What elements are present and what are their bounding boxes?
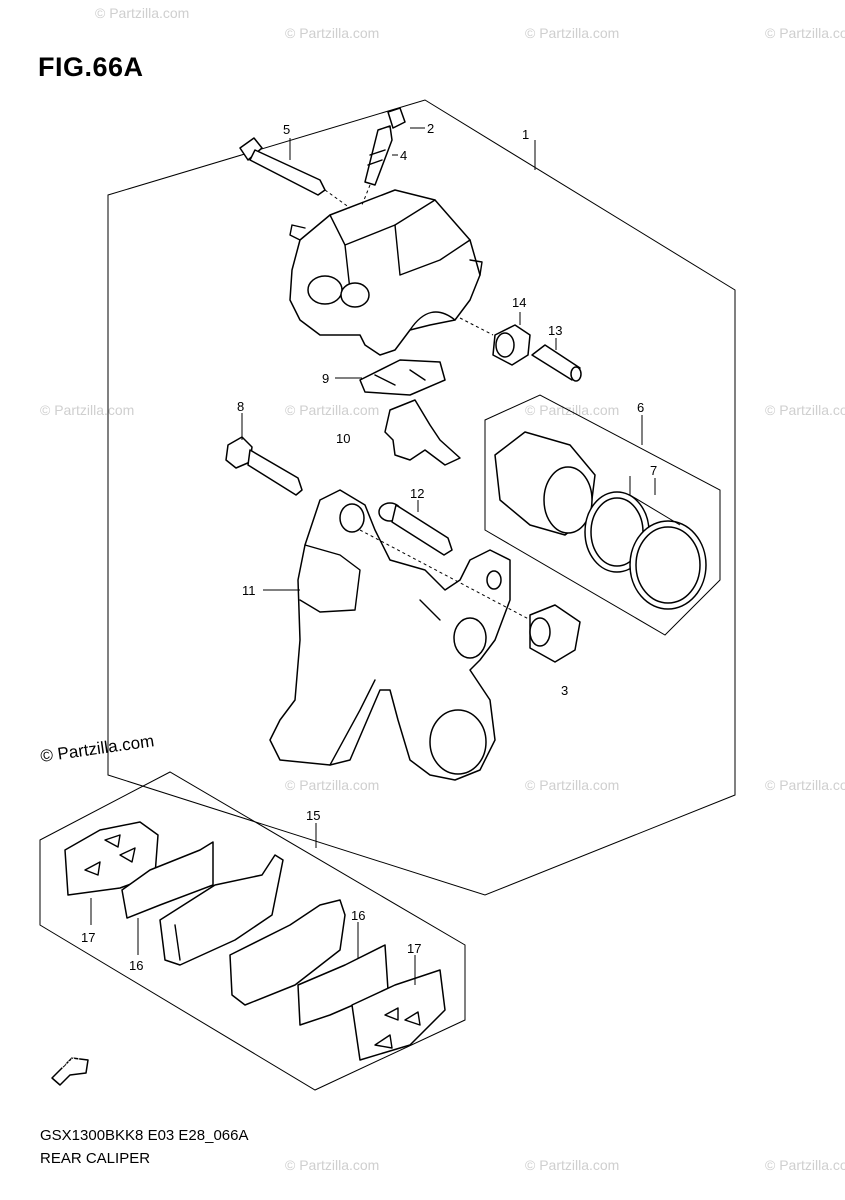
watermark: © Partzilla.com (95, 5, 189, 21)
pad-retainer-10 (384, 399, 461, 466)
callout-17-right: 17 (407, 941, 421, 956)
callout-9: 9 (322, 371, 329, 386)
callout-6: 6 (637, 400, 644, 415)
callout-7: 7 (650, 463, 657, 478)
callout-12: 12 (410, 486, 424, 501)
pad-shim-17-left (64, 821, 159, 896)
callout-5: 5 (283, 122, 290, 137)
callout-2: 2 (427, 121, 434, 136)
piston-seals-7 (584, 491, 707, 610)
piston-group-box (484, 394, 721, 636)
figure-code: GSX1300BKK8 E03 E28_066A (40, 1127, 249, 1144)
watermark: © Partzilla.com (40, 402, 134, 418)
bleeder-valve-4 (361, 125, 393, 206)
bleeder-cap-2 (387, 107, 406, 129)
watermark: © Partzilla.com (525, 777, 619, 793)
watermark: © Partzilla.com (525, 402, 619, 418)
callout-4: 4 (400, 148, 407, 163)
caliper-body-illustration (289, 189, 483, 356)
watermark: © Partzilla.com (285, 1157, 379, 1173)
callout-15: 15 (306, 808, 320, 823)
watermark: © Partzilla.com (285, 402, 379, 418)
piston-6 (494, 431, 596, 536)
callout-14: 14 (512, 295, 526, 310)
callout-1: 1 (522, 127, 529, 142)
slide-pin-13 (531, 344, 582, 382)
figure-title: FIG.66A (38, 52, 144, 82)
callout-13: 13 (548, 323, 562, 338)
watermark-layer: © Partzilla.com © Partzilla.com © Partzi… (40, 5, 845, 1173)
mounting-bolt-8 (225, 436, 303, 496)
forward-arrow-icon: FWD (51, 1052, 89, 1086)
figure-name: REAR CALIPER (40, 1150, 151, 1167)
callout-3: 3 (561, 683, 568, 698)
callout-8: 8 (237, 399, 244, 414)
callout-16-right: 16 (351, 908, 365, 923)
brake-pad-left (159, 854, 284, 966)
watermark: © Partzilla.com (765, 1157, 845, 1173)
watermark: © Partzilla.com (765, 402, 845, 418)
callout-10: 10 (336, 431, 350, 446)
pad-set-box (39, 771, 466, 1091)
boot-3 (529, 604, 581, 663)
watermark: © Partzilla.com (285, 777, 379, 793)
caliper-bracket-11 (269, 489, 541, 781)
assembly-outline-box (107, 99, 736, 896)
pad-shim-16-left (121, 841, 214, 919)
callout-16-left: 16 (129, 958, 143, 973)
pad-spring-9 (359, 359, 446, 396)
watermark: © Partzilla.com (285, 25, 379, 41)
slide-pin-12 (378, 502, 453, 556)
watermark: © Partzilla.com (525, 25, 619, 41)
pad-shim-17-right (351, 969, 446, 1061)
slide-pin-bolt-5 (239, 137, 351, 209)
leader-lines (90, 127, 681, 985)
callout-17-left: 17 (81, 930, 95, 945)
brake-pad-right (229, 899, 346, 1006)
callout-11: 11 (242, 583, 256, 598)
watermark: © Partzilla.com (525, 1157, 619, 1173)
boot-14 (459, 317, 531, 366)
watermark: © Partzilla.com (765, 777, 845, 793)
watermark: © Partzilla.com (765, 25, 845, 41)
callout-numbers: 1 2 3 4 5 6 7 8 9 10 11 12 13 14 15 16 1… (81, 121, 657, 973)
